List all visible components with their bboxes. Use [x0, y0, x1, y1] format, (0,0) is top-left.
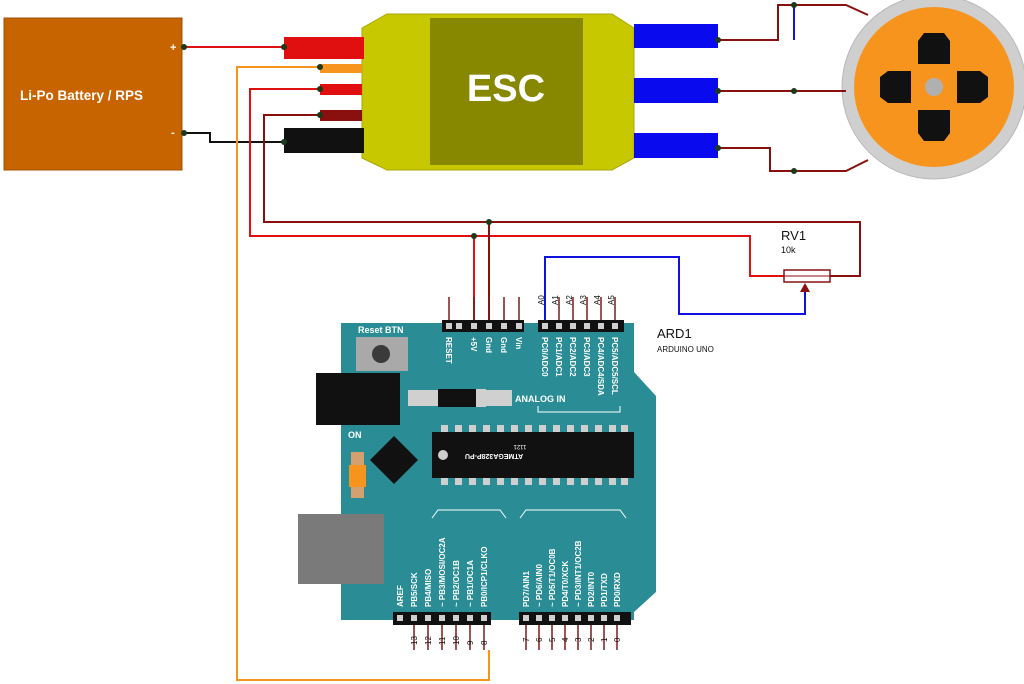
- arduino-ref: ARD1: [657, 326, 692, 341]
- battery-label: Li-Po Battery / RPS: [20, 88, 143, 103]
- potentiometer: RV1 10k: [781, 228, 831, 292]
- motor-pad-left: [880, 71, 911, 103]
- digital-hi-num-11: 11: [438, 636, 447, 645]
- analog-top-a5: A5: [607, 295, 616, 305]
- pot-ref: RV1: [781, 228, 806, 243]
- digital-hi-name-1: PB5/SCK: [410, 572, 419, 607]
- digital-lo-num-3: 3: [574, 637, 583, 642]
- power-pin-gnd-1: Gnd: [484, 337, 493, 353]
- power-pin-vin: Vin: [514, 337, 523, 349]
- digital-hi-num-10: 10: [452, 636, 461, 645]
- junction-dots: [181, 2, 797, 239]
- atmega-chip: ATMEGA328P-PU 1121: [432, 425, 634, 485]
- digital-lo-name-6: ~ PD6/AIN0: [535, 564, 544, 607]
- analog-in-label: ANALOG IN: [515, 394, 566, 404]
- esc-output-leads: [634, 24, 718, 158]
- analog-name-0: PC0/ADC0: [540, 337, 549, 377]
- digital-lo-num-6: 6: [535, 637, 544, 642]
- digital-lo-name-5: ~ PD5/T1/OC0B: [548, 548, 557, 607]
- battery: Li-Po Battery / RPS + -: [3, 17, 183, 171]
- analog-name-3: PC3/ADC3: [582, 337, 591, 377]
- analog-name-1: PC1/ADC1: [554, 337, 563, 377]
- digital-lo-num-7: 7: [522, 637, 531, 642]
- digital-lo-num-2: 2: [587, 637, 596, 642]
- pot-value: 10k: [781, 245, 796, 255]
- reset-label: Reset BTN: [358, 325, 404, 335]
- power-pin-5v: +5V: [469, 337, 478, 352]
- power-jack: [316, 373, 400, 425]
- usb-connector: [298, 514, 384, 584]
- digital-lo-num-0: 0: [613, 637, 622, 642]
- digital-low-header: [519, 612, 631, 650]
- power-pin-gnd-2: Gnd: [499, 337, 508, 353]
- digital-lo-name-0: PD0/RXD: [613, 572, 622, 607]
- digital-hi-name-3: ~ PB3/MOSI/OC2A: [438, 537, 447, 607]
- digital-lo-name-2: PD2/INT0: [587, 571, 596, 607]
- motor-pad-top: [918, 33, 950, 64]
- digital-lo-num-5: 5: [548, 637, 557, 642]
- digital-high-labels: AREF PB5/SCK PB4/MISO ~ PB3/MOSI/OC2A ~ …: [396, 537, 489, 607]
- digital-low-numbers: 7 6 5 4 3 2 1 0: [522, 637, 622, 642]
- on-label: ON: [348, 430, 362, 440]
- digital-hi-name-2: PB4/MISO: [424, 569, 433, 607]
- digital-lo-num-4: 4: [561, 637, 570, 642]
- analog-top-a1: A1: [551, 295, 560, 305]
- usb-chip: [370, 436, 418, 484]
- digital-hi-num-9: 9: [466, 640, 475, 645]
- motor-pad-right: [957, 71, 988, 103]
- motor-pad-bottom: [918, 110, 950, 141]
- digital-high-numbers: 13 12 11 10 9 8: [410, 636, 489, 645]
- analog-name-4: PC4/ADC4/SDA: [596, 337, 605, 396]
- analog-top-a0: A0: [537, 295, 546, 305]
- digital-hi-name-5: ~ PB1/OC1A: [466, 560, 475, 607]
- digital-lo-name-7: PD7/AIN1: [522, 570, 531, 607]
- arduino-model: ARDUINO UNO: [657, 345, 714, 354]
- digital-hi-num-12: 12: [424, 636, 433, 645]
- power-header: [442, 297, 524, 332]
- digital-hi-name-4: ~ PB2/OC1B: [452, 560, 461, 607]
- digital-hi-name-6: PB0/ICP1/CLKO: [480, 547, 489, 607]
- chip-label: ATMEGA328P-PU: [465, 452, 523, 459]
- chip-sub: 1121: [513, 443, 527, 449]
- battery-minus-label: -: [171, 127, 175, 139]
- analog-top-a4: A4: [593, 295, 602, 305]
- esc: ESC: [361, 13, 635, 171]
- analog-top-a2: A2: [565, 295, 574, 305]
- analog-name-5: PC5/ADC5/SCL: [610, 337, 619, 395]
- motor: [841, 0, 1024, 180]
- esc-core: [430, 18, 583, 165]
- digital-lo-name-3: ~ PD3/INT1/OC2B: [574, 540, 583, 607]
- power-pin-reset: RESET: [444, 337, 453, 364]
- digital-hi-num-8: 8: [480, 640, 489, 645]
- digital-high-header: [393, 612, 491, 650]
- arduino-board: Reset BTN ANALOG IN ON: [298, 323, 656, 620]
- digital-lo-name-1: PD1/TXD: [600, 573, 609, 607]
- digital-hi-num-13: 13: [410, 636, 419, 645]
- digital-low-labels: PD7/AIN1 ~ PD6/AIN0 ~ PD5/T1/OC0B PD4/T0…: [522, 540, 622, 607]
- analog-pin-labels: PC0/ADC0 PC1/ADC1 PC2/ADC2 PC3/ADC3 PC4/…: [540, 337, 619, 396]
- battery-plus-label: +: [170, 42, 176, 54]
- analog-header: [538, 297, 624, 332]
- analog-top-labels: A0 A1 A2 A3 A4 A5: [537, 295, 616, 305]
- esc-label: ESC: [467, 68, 545, 110]
- digital-hi-name-0: AREF: [396, 585, 405, 607]
- analog-name-2: PC2/ADC2: [568, 337, 577, 377]
- digital-lo-name-4: PD4/T0/XCK: [561, 561, 570, 607]
- digital-lo-num-1: 1: [600, 637, 609, 642]
- esc-input-leads: [284, 37, 364, 153]
- wires: [182, 4, 869, 681]
- analog-top-a3: A3: [579, 295, 588, 305]
- power-pin-labels: RESET +5V Gnd Gnd Vin: [444, 337, 523, 364]
